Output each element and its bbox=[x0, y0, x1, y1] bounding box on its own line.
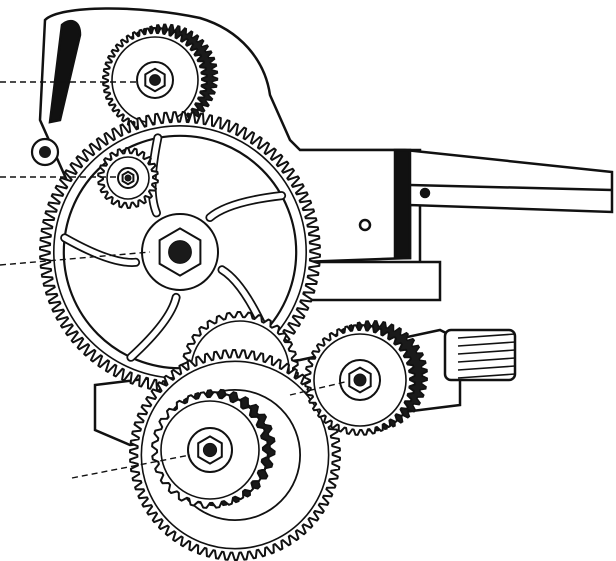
small-pinion-hub bbox=[117, 167, 139, 189]
large-wheel-gear-spoke bbox=[128, 294, 179, 361]
leader-line-middle bbox=[0, 251, 151, 266]
lower-pinion-hub bbox=[187, 427, 233, 473]
top-idler-bore bbox=[149, 74, 161, 86]
shaft-gear-hub bbox=[339, 359, 381, 401]
small-pinion-bore bbox=[124, 174, 132, 182]
lower-wheel-gear-rim bbox=[140, 360, 330, 550]
large-wheel-hub bbox=[141, 213, 219, 291]
bed-rail bbox=[298, 148, 614, 302]
splined-shaft bbox=[457, 333, 516, 379]
leader-line-lower bbox=[71, 454, 191, 479]
lower-pinion-bore bbox=[202, 442, 218, 458]
shaft-gear-bore bbox=[353, 373, 367, 387]
large-wheel-gear-spoke bbox=[61, 235, 139, 266]
hubs-layer bbox=[30, 61, 381, 473]
pivot-knob-center bbox=[39, 146, 51, 158]
large-wheel-bore bbox=[168, 240, 192, 264]
large-wheel-gear-spoke bbox=[207, 192, 285, 221]
top-idler-hub bbox=[136, 61, 174, 99]
pivot-knob bbox=[30, 137, 60, 167]
leader-lines bbox=[0, 81, 346, 479]
shaft-gear-gear-rim bbox=[313, 333, 407, 427]
lower-pinion-gear-rim bbox=[160, 400, 260, 500]
small-pinion-gear-rim bbox=[106, 156, 150, 200]
